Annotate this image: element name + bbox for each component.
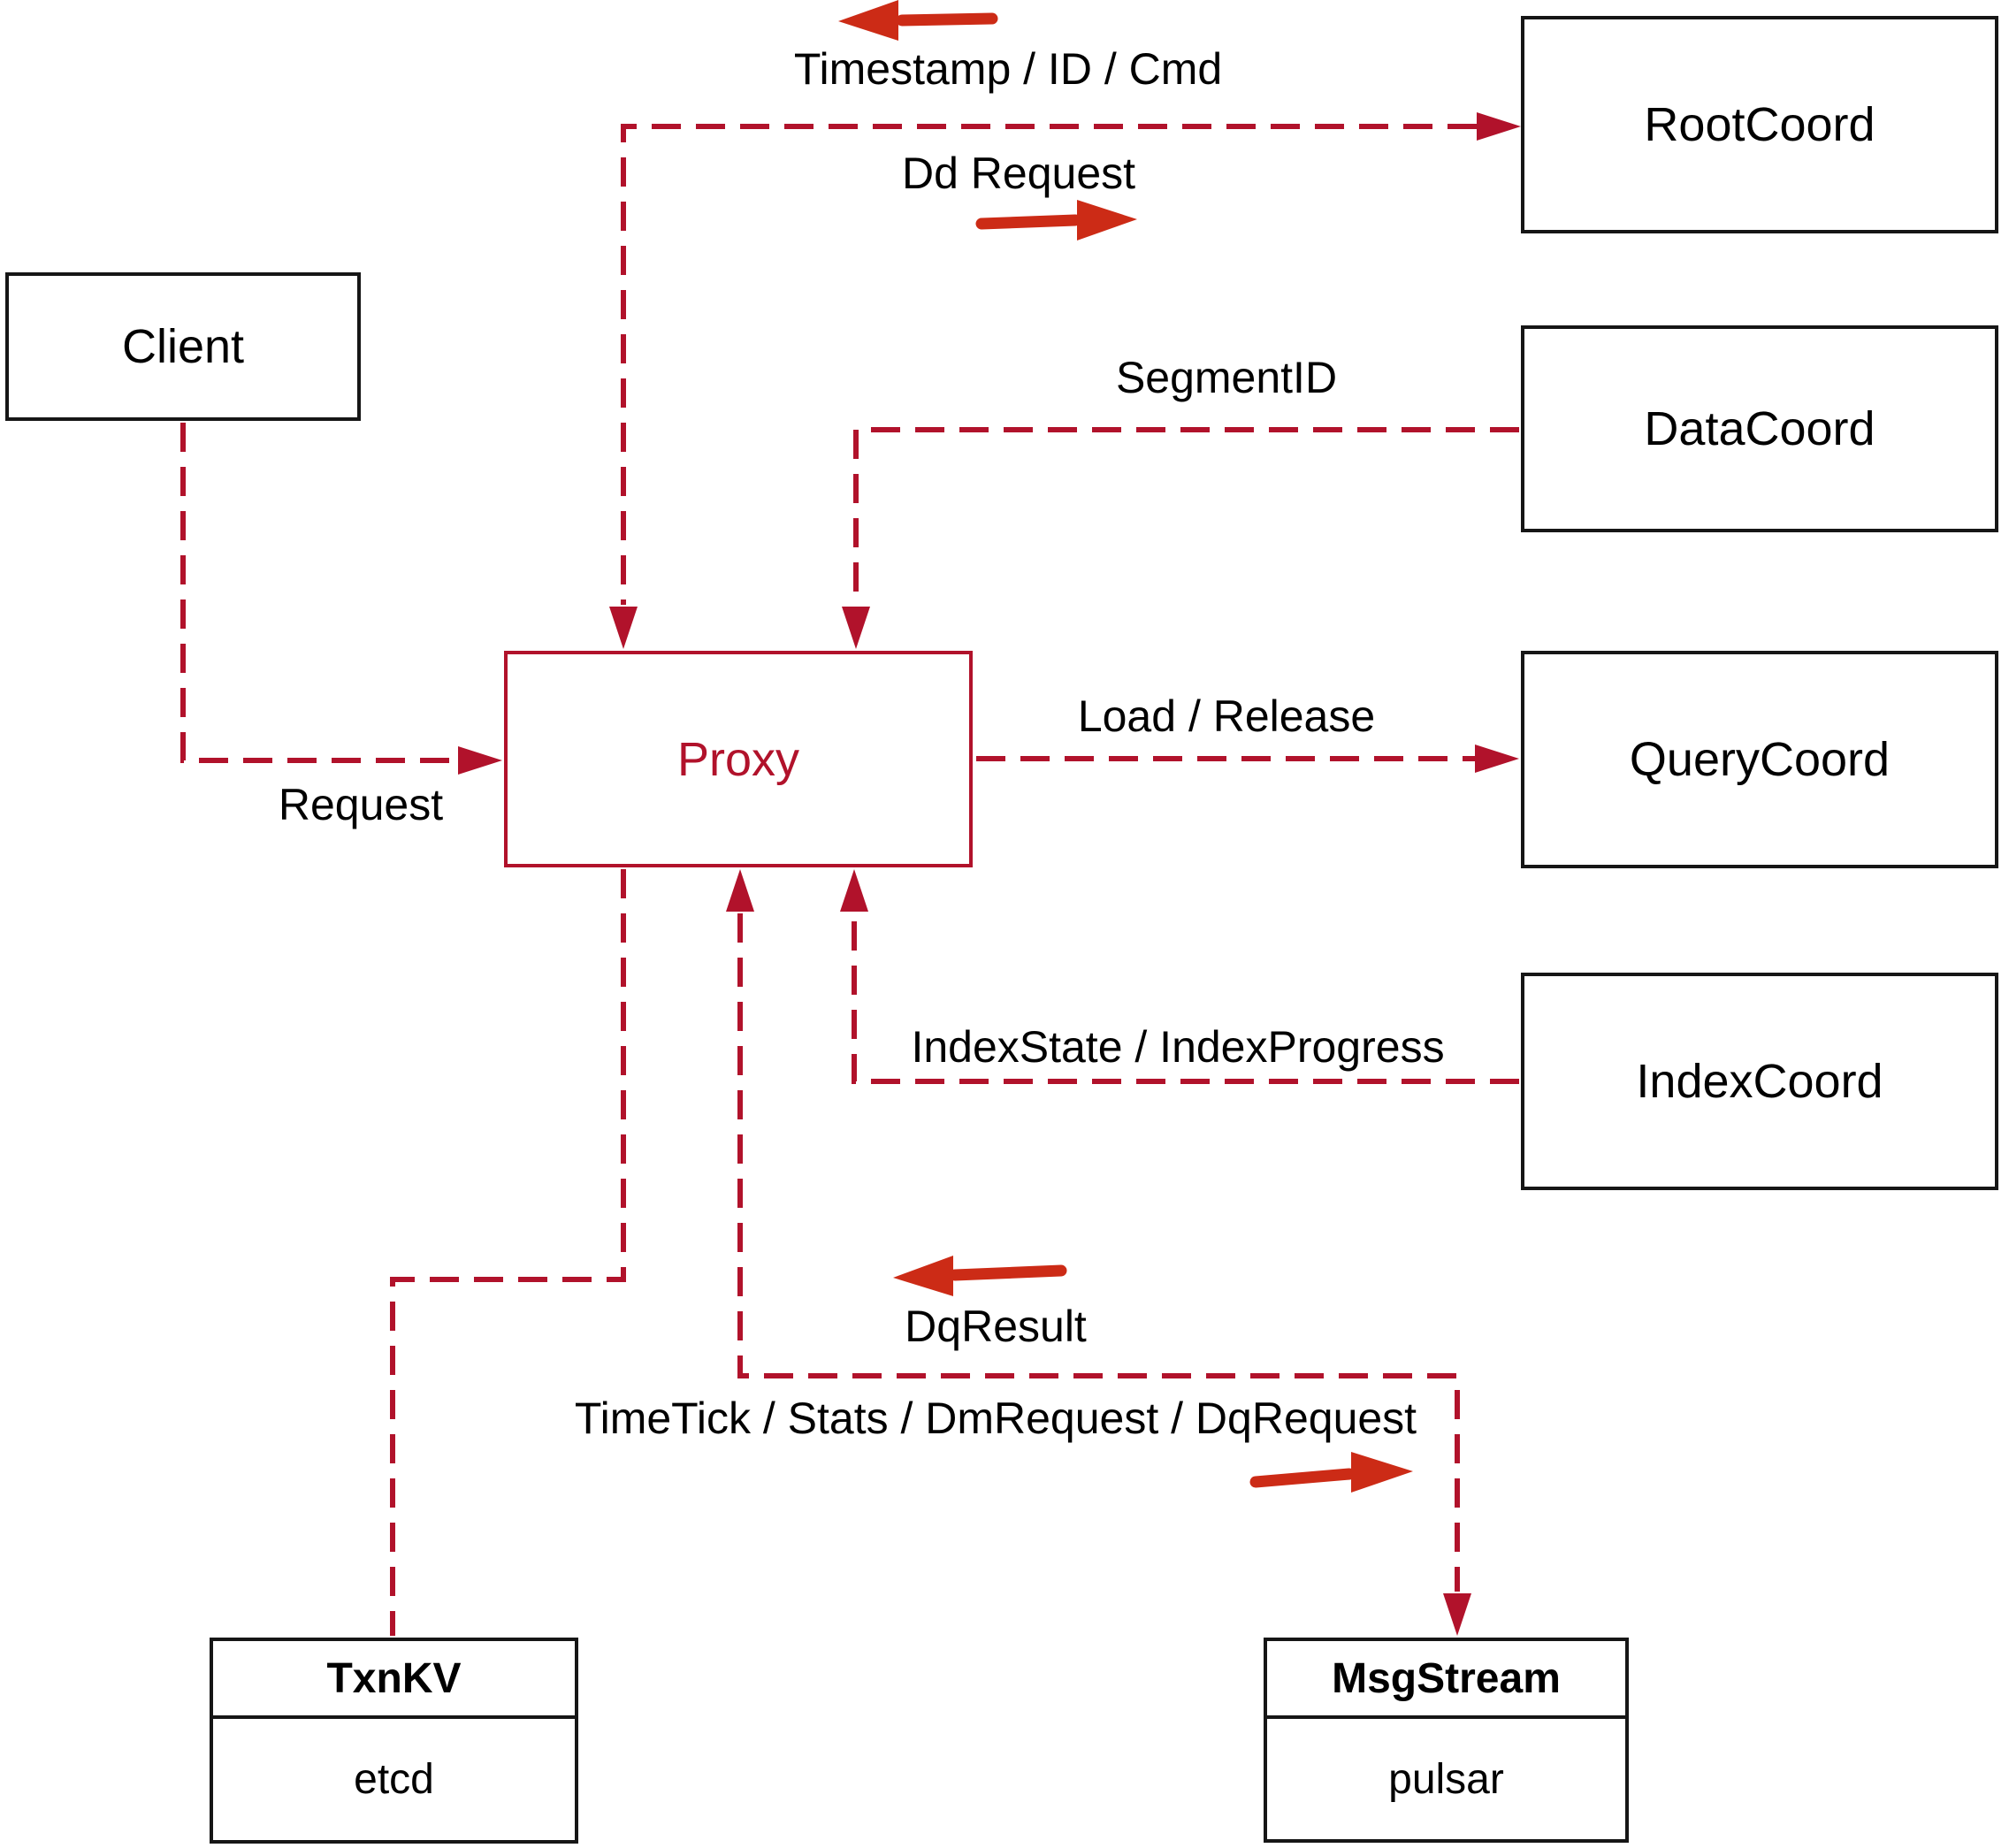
node-querycoord: QueryCoord: [1521, 651, 1998, 868]
edge-proxy-txnkv: [390, 869, 626, 1636]
arrowhead-into-proxy-top-right-icon: [842, 607, 870, 649]
edge-label-dq-result: DqResult: [905, 1302, 1087, 1351]
node-datacoord: DataCoord: [1521, 325, 1998, 532]
node-proxy: Proxy: [504, 651, 973, 867]
node-client: Client: [5, 272, 361, 421]
node-indexcoord: IndexCoord: [1521, 973, 1998, 1190]
edge-label-segment-id: SegmentID: [1115, 353, 1338, 402]
flow-arrow-dq-result-left-icon: [893, 1256, 1067, 1296]
node-txnkv: TxnKV etcd: [210, 1638, 578, 1844]
flow-arrow-dd-request-right-icon: [975, 200, 1137, 241]
node-proxy-label: Proxy: [676, 732, 800, 786]
edge-proxy-rootcoord: [621, 124, 1477, 605]
node-rootcoord-label: RootCoord: [1644, 98, 1875, 151]
arrowhead-into-proxy-bottom-right-icon: [840, 869, 868, 912]
node-msgstream-title: MsgStream: [1267, 1641, 1625, 1719]
node-rootcoord: RootCoord: [1521, 16, 1998, 233]
arrowhead-into-msgstream-icon: [1443, 1593, 1471, 1636]
node-txnkv-implementation: etcd: [354, 1756, 434, 1803]
edge-label-index-state: IndexState / IndexProgress: [911, 1022, 1445, 1072]
edge-indexcoord-proxy: [852, 913, 1519, 1084]
edge-datacoord-proxy: [853, 427, 1519, 605]
arrowhead-into-querycoord-icon: [1475, 745, 1519, 773]
arrowhead-into-proxy-bottom-left-icon: [726, 869, 754, 912]
edge-label-timetick-stats: TimeTick / Stats / DmRequest / DqRequest: [574, 1394, 1417, 1443]
edge-label-timestamp-id-cmd: Timestamp / ID / Cmd: [793, 44, 1223, 94]
node-msgstream: MsgStream pulsar: [1264, 1638, 1629, 1843]
edge-label-request: Request: [278, 780, 444, 829]
arrowhead-into-rootcoord-icon: [1477, 112, 1521, 141]
arrowhead-into-proxy-left-icon: [458, 746, 502, 775]
node-querycoord-label: QueryCoord: [1629, 733, 1891, 786]
node-datacoord-label: DataCoord: [1644, 402, 1875, 455]
flow-arrow-timetick-right-icon: [1249, 1452, 1413, 1493]
edge-proxy-msgstream: [737, 913, 1460, 1592]
edge-label-load-release: Load / Release: [1077, 691, 1376, 741]
node-txnkv-title: TxnKV: [213, 1641, 575, 1719]
node-client-label: Client: [121, 320, 245, 373]
edge-client-proxy: [180, 423, 458, 763]
node-msgstream-implementation: pulsar: [1388, 1755, 1504, 1803]
node-indexcoord-label: IndexCoord: [1636, 1055, 1883, 1108]
arrowhead-into-proxy-top-left-icon: [609, 607, 638, 649]
flow-arrow-timestamp-left-icon: [838, 0, 998, 41]
edge-label-dd-request: Dd Request: [901, 149, 1136, 198]
